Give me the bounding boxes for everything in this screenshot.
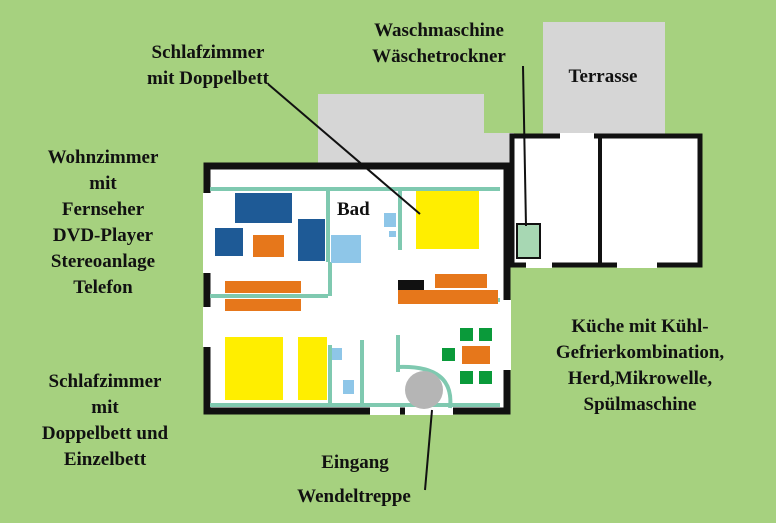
label-spiral-stair: Wendeltreppe	[268, 484, 440, 510]
counter-dark	[398, 280, 424, 290]
sideboard-living	[225, 281, 301, 293]
chair-2	[479, 328, 492, 341]
counter-long	[398, 290, 498, 304]
window-gap-right	[502, 300, 511, 370]
nightstand-1	[332, 348, 342, 360]
sofa-top	[235, 193, 292, 223]
label-terrace: Terrasse	[548, 64, 658, 90]
label-bedroom-bottom-line-2: mit	[91, 397, 119, 418]
double-bed-top	[416, 191, 479, 249]
spiral-staircase	[405, 371, 443, 409]
label-bathroom: Bad	[337, 199, 370, 220]
entrance-gap	[370, 405, 400, 415]
label-bedroom-bottom-line-3: Doppelbett und	[41, 423, 169, 444]
label-bedroom-top-line-1: Schlafzimmer	[151, 42, 265, 63]
double-bed-bottom	[225, 337, 283, 400]
terrace-top-left	[318, 94, 484, 170]
label-kitchen-line-4: Spülmaschine	[583, 394, 697, 415]
chair-5	[479, 371, 492, 384]
washing-machine-symbol	[516, 223, 541, 259]
chair-4	[460, 371, 473, 384]
leader-laundry	[522, 65, 527, 227]
nightstand-2	[343, 380, 354, 394]
label-kitchen-line-2: Gefrierkombination,	[555, 342, 725, 363]
stair-curve	[397, 364, 453, 409]
annex-door-gap-3	[526, 262, 552, 268]
window-gap-left-2	[203, 307, 212, 347]
sofa-right	[298, 219, 325, 261]
label-entrance: Eingang	[292, 450, 418, 476]
label-living-line-2: mit	[89, 173, 117, 194]
label-bedroom-bottom: Schlafzimmer mit Doppelbett und Einzelbe…	[10, 369, 200, 473]
sink	[384, 213, 396, 227]
chair-1	[460, 328, 473, 341]
label-kitchen-line-3: Herd,Mikrowelle,	[567, 368, 713, 389]
label-bedroom-bottom-line-4: Einzelbett	[63, 449, 147, 470]
label-kitchen-line-1: Küche mit Kühl-	[571, 316, 709, 337]
label-bedroom-bottom-line-1: Schlafzimmer	[48, 371, 162, 392]
label-terrace-text: Terrasse	[568, 66, 638, 87]
label-spiral-stair-text: Wendeltreppe	[297, 486, 411, 507]
annex-building	[509, 133, 703, 268]
annex-door-gap-1	[560, 133, 594, 139]
bathtub	[331, 235, 361, 263]
label-living-line-4: DVD-Player	[52, 225, 154, 246]
dining-table	[462, 346, 490, 364]
sofa-left	[215, 228, 243, 256]
leader-bedroom-top	[267, 83, 421, 215]
window-gap-left-1	[203, 193, 212, 273]
label-laundry-line-1: Waschmaschine	[374, 20, 504, 41]
chair-3	[442, 348, 455, 361]
label-kitchen: Küche mit Kühl- Gefrierkombination, Herd…	[522, 314, 758, 418]
label-entrance-text: Eingang	[321, 452, 389, 473]
toilet-small	[389, 231, 396, 237]
stair-gap	[405, 405, 453, 415]
counter-top	[435, 274, 487, 288]
leader-entrance	[424, 409, 433, 491]
label-laundry-line-2: Wäschetrockner	[372, 46, 506, 67]
label-living-room: Wohnzimmer mit Fernseher DVD-Player Ster…	[18, 145, 188, 301]
annex-door-gap-2	[617, 262, 657, 268]
label-living-line-5: Stereoanlage	[50, 251, 156, 272]
label-bedroom-top-line-2: mit Doppelbett	[147, 68, 269, 89]
sideboard-bedroom	[225, 299, 301, 311]
label-living-line-3: Fernseher	[61, 199, 145, 220]
label-living-line-1: Wohnzimmer	[47, 147, 159, 168]
label-laundry: Waschmaschine Wäschetrockner	[349, 18, 529, 70]
terrace-right	[543, 22, 665, 134]
label-living-line-6: Telefon	[73, 277, 133, 298]
single-bed	[298, 337, 327, 400]
label-bedroom-top: Schlafzimmer mit Doppelbett	[118, 40, 298, 92]
coffee-table	[253, 235, 284, 257]
